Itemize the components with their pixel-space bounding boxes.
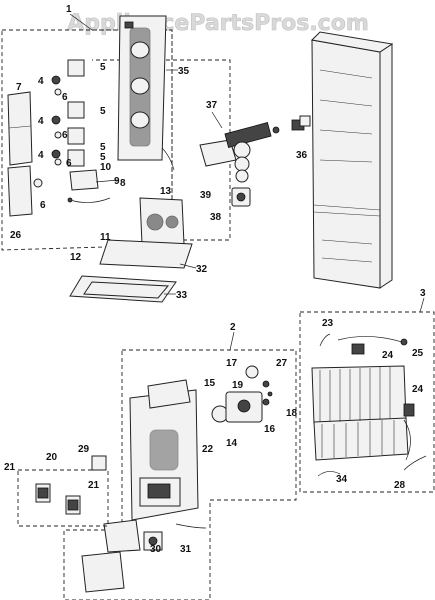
cover-29: [91, 455, 107, 471]
wire-end: [400, 338, 408, 346]
label-29: 29: [78, 444, 90, 455]
side-duct: [7, 91, 33, 166]
label-19: 19: [232, 380, 244, 391]
sensor-21a-core: [37, 487, 49, 499]
label-21b: 21: [88, 480, 100, 491]
label-21a: 21: [4, 462, 16, 473]
group-2-box: [63, 349, 297, 600]
thermostat-24: [351, 343, 365, 355]
group-1-box: [1, 29, 173, 251]
label-26: 26: [10, 230, 22, 241]
fuse-24: [403, 403, 415, 417]
label-34: 34: [336, 474, 348, 485]
lamp-covers: [67, 59, 85, 167]
bottom-duct: [81, 519, 141, 593]
leader-3: [419, 297, 425, 313]
leader-32: [179, 263, 197, 269]
label-37: 37: [206, 100, 218, 111]
leader-8: [95, 179, 119, 183]
label-24b: 24: [412, 384, 424, 395]
label-4c: 4: [38, 150, 44, 161]
defrost-sensor-wire: [337, 336, 403, 343]
watermark-text: AppliancePartsPros.com: [67, 11, 369, 36]
label-3: 3: [420, 288, 426, 299]
damper-assembly: [67, 169, 111, 203]
label-5d: 5: [100, 152, 106, 163]
leader-37: [211, 111, 223, 129]
label-6c: 6: [66, 158, 72, 169]
label-8: 8: [120, 178, 126, 189]
label-15: 15: [204, 378, 216, 389]
evaporator-coil: [311, 365, 411, 461]
fan-motor-parts: [211, 365, 273, 423]
fan-shroud: [129, 379, 199, 521]
bottom-motor: [143, 523, 207, 551]
label-2: 2: [230, 322, 236, 333]
label-18: 18: [286, 408, 298, 419]
label-25: 25: [412, 348, 424, 359]
label-5b: 5: [100, 106, 106, 117]
leader-1: [69, 13, 93, 31]
label-28: 28: [394, 480, 406, 491]
label-31: 31: [180, 544, 192, 555]
label-36: 36: [296, 150, 308, 161]
label-11: 11: [100, 232, 111, 243]
label-30: 30: [150, 544, 162, 555]
harness-28: [403, 455, 427, 471]
group-3-box: [299, 311, 435, 493]
label-33: 33: [176, 290, 188, 301]
group-20-box: [17, 469, 109, 527]
tray-frame-inner: [83, 281, 170, 299]
grommet-6: [33, 178, 43, 188]
label-32: 32: [196, 264, 208, 275]
evaporator-cover: [117, 15, 175, 171]
label-4b: 4: [38, 116, 44, 127]
label-6b: 6: [62, 130, 68, 141]
refrigerator-cabinet: [310, 31, 394, 289]
label-6d: 6: [40, 200, 46, 211]
label-12: 12: [70, 252, 82, 263]
sensor-21b-core: [67, 499, 79, 511]
lamp-sockets: [51, 75, 62, 166]
label-16: 16: [264, 424, 276, 435]
label-20: 20: [46, 452, 58, 463]
lower-duct: [7, 165, 33, 217]
label-14: 14: [226, 438, 238, 449]
drip-tray: [99, 239, 193, 269]
label-27: 27: [276, 358, 288, 369]
label-35: 35: [178, 66, 190, 77]
door-switch: [291, 115, 311, 131]
label-5a: 5: [100, 62, 106, 73]
label-4a: 4: [38, 76, 44, 87]
part-labels: 1 5 4 7 6 5 4 6 5 4 5 10 6 9 8 6 26 35 1…: [4, 4, 426, 555]
label-7: 7: [16, 82, 22, 93]
label-9: 9: [114, 176, 120, 187]
label-38: 38: [210, 212, 222, 223]
label-24a: 24: [382, 350, 394, 361]
label-10: 10: [100, 162, 112, 173]
fan-motor-bracket: [139, 197, 185, 245]
label-6a: 6: [62, 92, 68, 103]
label-13: 13: [160, 186, 172, 197]
sensor-23: [319, 333, 331, 347]
drain-heater-34: [317, 471, 341, 477]
label-5c: 5: [100, 142, 106, 153]
label-23: 23: [322, 318, 334, 329]
label-1: 1: [66, 4, 72, 15]
label-22: 22: [202, 444, 214, 455]
ice-maker-motor: [199, 122, 280, 207]
label-39: 39: [200, 190, 212, 201]
leader-2: [229, 331, 235, 351]
label-17: 17: [226, 358, 238, 369]
